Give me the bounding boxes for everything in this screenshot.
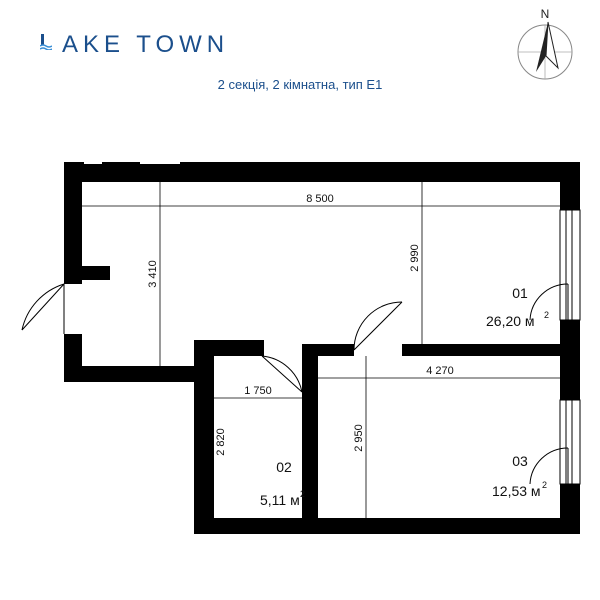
room-01-number: 01 (512, 285, 528, 301)
logo-text: AKE TOWN (62, 31, 230, 58)
walls (64, 160, 580, 534)
dim-total-width: 8 500 (306, 193, 334, 205)
compass-north-icon: N (517, 7, 573, 80)
lake-town-logo: AKE TOWN (40, 28, 270, 68)
room-03-door (353, 301, 403, 351)
dimension-lines (82, 182, 560, 518)
dim-room2-height: 2 820 (215, 428, 227, 456)
balcony-door-03 (529, 447, 569, 485)
room-01-area-unit-sup: 2 (544, 310, 549, 320)
window-room-01 (559, 209, 581, 321)
window-room-03 (559, 399, 581, 485)
room-02-number: 02 (276, 459, 292, 475)
dim-room3-height: 2 950 (353, 424, 365, 452)
dim-room1-height: 2 990 (409, 244, 421, 272)
dim-room3-width: 4 270 (426, 365, 454, 377)
dim-room2-width: 1 750 (244, 385, 272, 397)
entrance-door (21, 283, 65, 334)
bath-door (261, 355, 303, 393)
page-subtitle: 2 секція, 2 кімнатна, тип Е1 (217, 77, 383, 92)
room-03-area: 12,53 м (492, 483, 541, 499)
logo-l-wave-icon (40, 34, 52, 50)
balcony-door-01 (529, 283, 569, 321)
room-03-area-unit-sup: 2 (542, 480, 547, 490)
compass-label: N (541, 7, 550, 21)
room-02-area: 5,11 м (260, 492, 300, 508)
room-02-area-unit-sup: 2 (300, 489, 305, 499)
room-03-number: 03 (512, 453, 528, 469)
room-01-area: 26,20 м (486, 313, 535, 329)
dim-left-height: 3 410 (147, 260, 159, 288)
